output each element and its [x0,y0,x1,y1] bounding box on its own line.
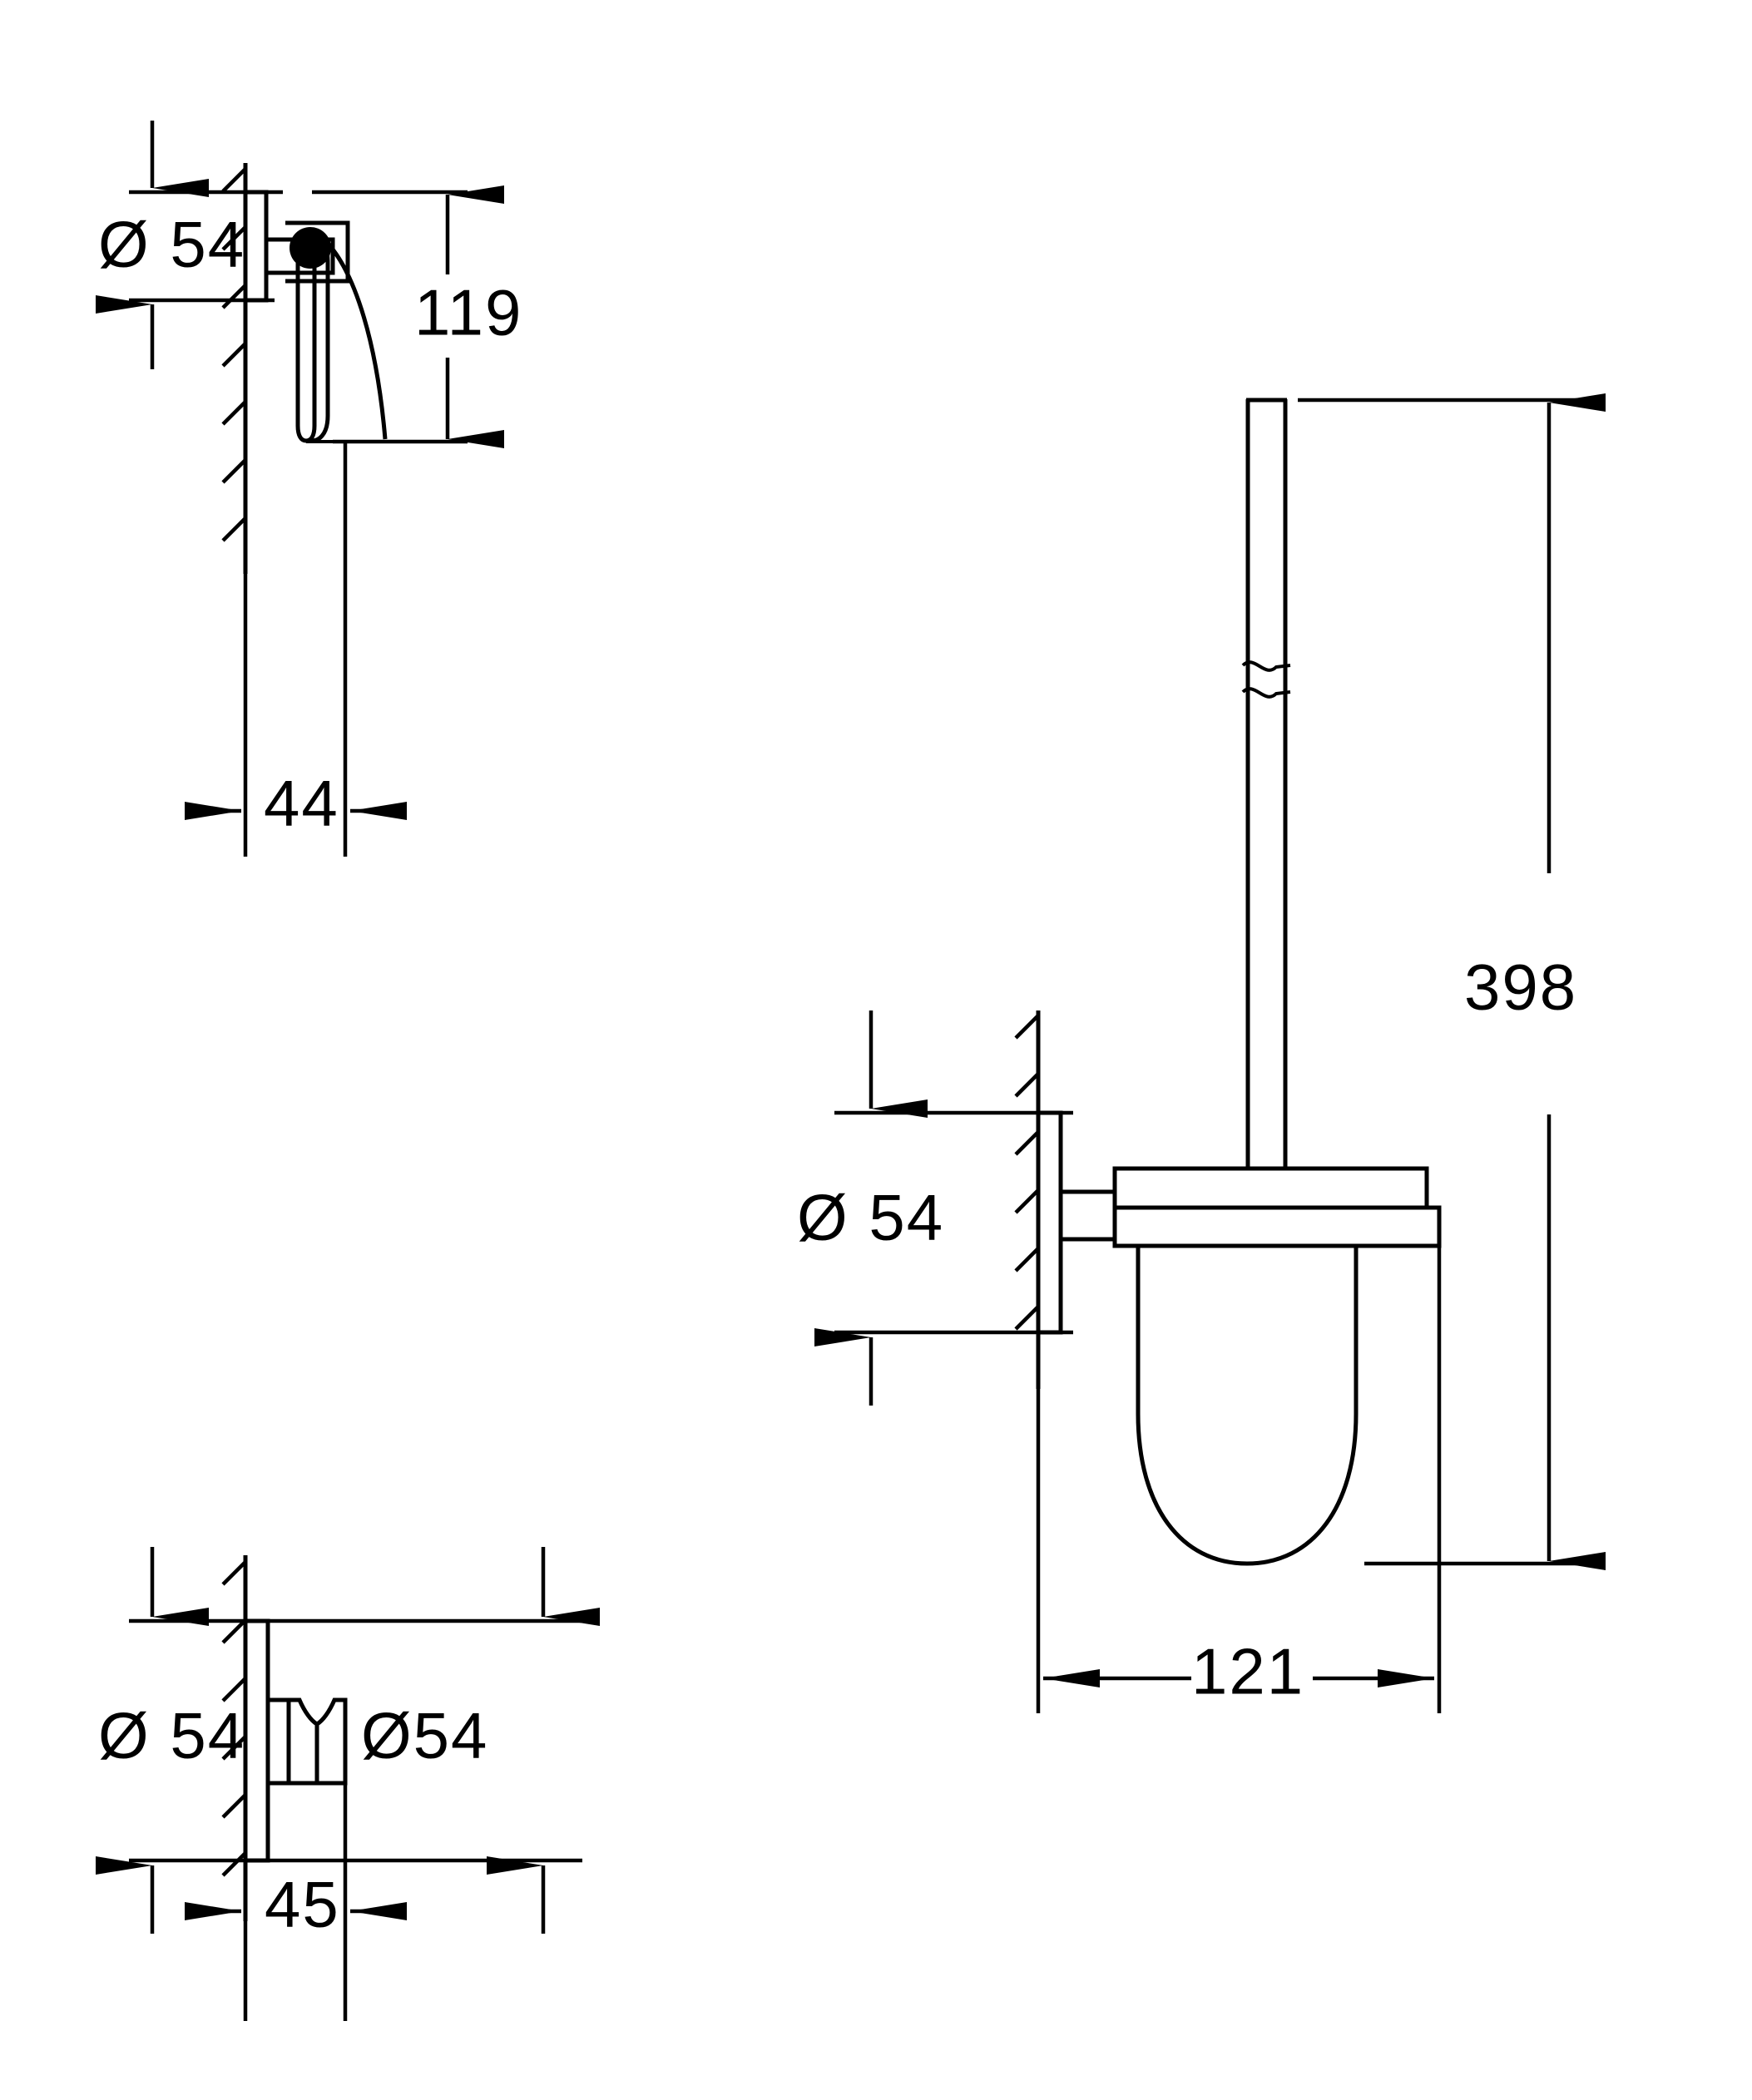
dim-label-tp-diameter: Ø 54 [98,208,245,281]
hook-head [289,1697,348,1786]
rosette-plate-tp [245,190,269,303]
dim-label-tp-height: 119 [414,276,522,349]
view-toilet-paper-holder: Ø 54 119 44 [96,121,522,857]
holder-arm-brush [1061,1189,1117,1242]
dim-label-tp-depth: 44 [264,767,339,840]
view-toilet-brush-set: Ø 54 398 121 [797,393,1606,1713]
rosette-plate-brush [1038,1110,1063,1335]
break-line-lower [1241,687,1291,699]
holder-collar-upper [1112,1166,1429,1210]
rosette-plate-hook [245,1618,270,1863]
dim-label-hook-diameter-left: Ø 54 [98,1699,245,1772]
wall-hatching-brush [1014,1014,1040,1331]
wall-hatching-tp [221,167,247,542]
break-line-upper [1241,660,1291,672]
dim-label-brush-diameter: Ø 54 [797,1181,944,1254]
paper-roll-loop-tp [295,236,317,443]
paper-cover-curve-tp [309,227,388,440]
dim-label-brush-depth: 121 [1191,1635,1304,1708]
view-robe-hook: Ø 54 Ø54 45 [96,1547,600,2021]
dim-label-hook-diameter-right: Ø54 [361,1699,488,1772]
holder-collar-lower [1112,1205,1442,1248]
wall-hatching-hook [221,1560,247,1877]
dim-label-hook-depth: 45 [265,1868,340,1941]
hook-stem [268,1697,291,1786]
dim-label-brush-height: 398 [1464,951,1577,1024]
glass-cup-brush [1136,1246,1359,1566]
